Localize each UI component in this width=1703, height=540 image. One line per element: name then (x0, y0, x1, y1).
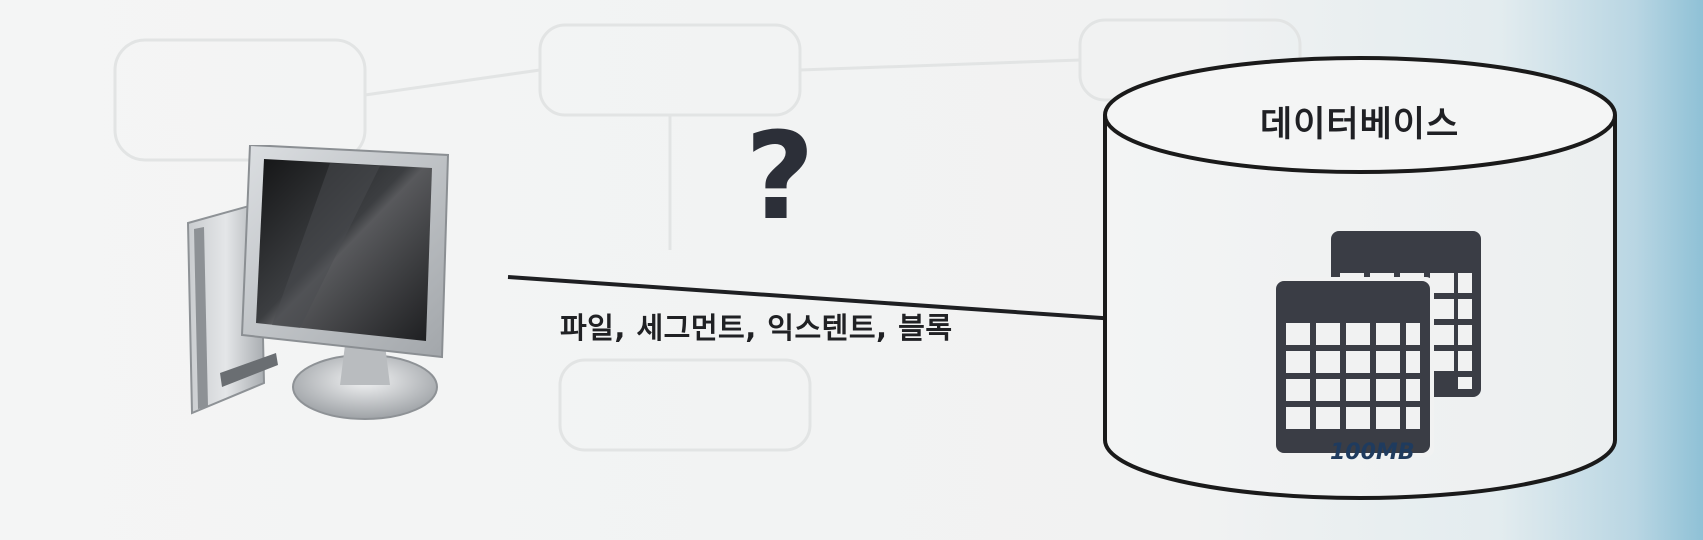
arrow-label: 파일, 세그먼트, 익스텐트, 블록 (560, 311, 953, 345)
database-title: 데이터베이스 (1260, 105, 1460, 145)
question-mark: ? (745, 108, 815, 247)
database-cylinder (1103, 56, 1617, 500)
table-grid-icon (1272, 277, 1434, 457)
database-size-label: 100MB (1330, 440, 1415, 465)
desktop-computer-icon (186, 145, 450, 420)
